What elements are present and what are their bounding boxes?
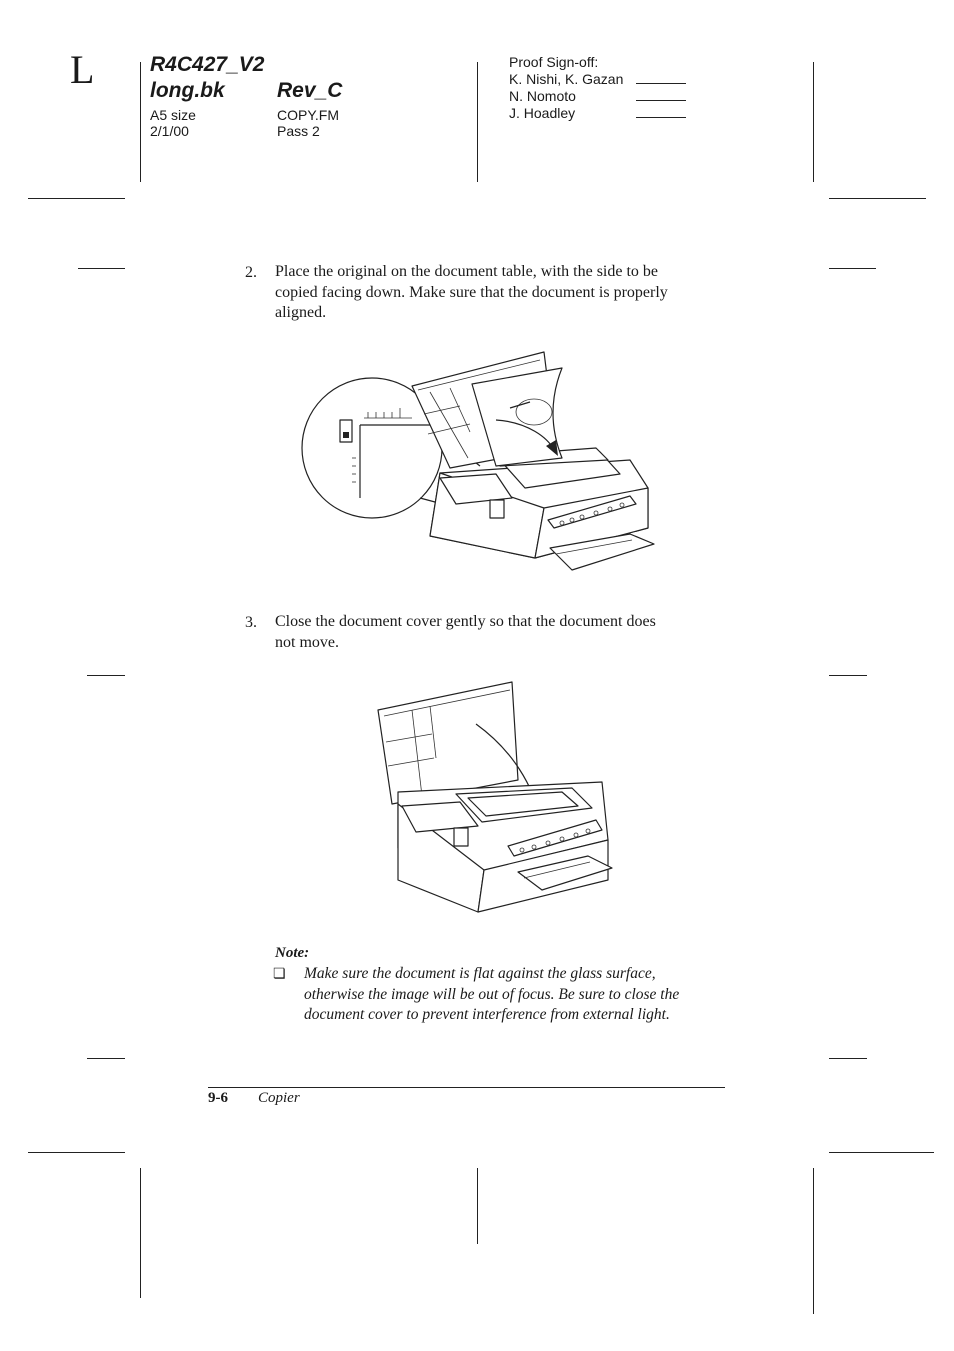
crop-mark xyxy=(829,268,876,269)
section-title: Copier xyxy=(258,1090,300,1106)
signoff-title: Proof Sign-off: xyxy=(509,54,599,70)
signoff-line xyxy=(636,105,686,118)
signoff-name: J. Hoadley xyxy=(509,105,576,121)
crop-mark xyxy=(140,62,141,182)
step-line: copied facing down. Make sure that the d… xyxy=(275,283,668,301)
step-line: Close the document cover gently so that … xyxy=(275,613,656,630)
signoff-line xyxy=(636,88,686,101)
crop-mark xyxy=(813,1168,814,1314)
signoff-name: K. Nishi, K. Gazan xyxy=(509,71,624,87)
step-text: Place the original on the document table… xyxy=(275,262,735,324)
note-line: otherwise the image will be out of focus… xyxy=(304,985,680,1003)
revision: Rev_C xyxy=(277,79,343,102)
note-title: Note: xyxy=(275,945,310,961)
crop-mark xyxy=(28,198,125,199)
pass-number: Pass 2 xyxy=(277,123,320,139)
crop-mark xyxy=(829,198,926,199)
crop-mark xyxy=(78,268,125,269)
page-number: 9-6 xyxy=(208,1090,228,1106)
note-bullet: ❏ xyxy=(273,967,286,982)
page-size: A5 size xyxy=(150,107,196,123)
crop-mark xyxy=(829,1058,867,1059)
crop-mark xyxy=(87,1058,125,1059)
crop-mark xyxy=(813,62,814,182)
note-text: Make sure the document is flat against t… xyxy=(304,964,744,1026)
crop-mark xyxy=(477,62,478,182)
doc-date: 2/1/00 xyxy=(150,123,189,139)
step-line: not move. xyxy=(275,633,339,651)
step-number: 2. xyxy=(245,264,257,281)
crop-mark xyxy=(829,675,867,676)
crop-mark xyxy=(829,1152,934,1153)
crop-mark xyxy=(477,1168,478,1244)
note-line: Make sure the document is flat against t… xyxy=(304,965,656,982)
file-name: COPY.FM xyxy=(277,107,339,123)
signoff-line xyxy=(636,71,686,84)
crop-mark xyxy=(140,1168,141,1298)
signoff-block: Proof Sign-off: K. Nishi, K. Gazan N. No… xyxy=(509,54,686,122)
step-line: aligned. xyxy=(275,304,327,321)
step-number: 3. xyxy=(245,614,257,631)
step-text: Close the document cover gently so that … xyxy=(275,612,735,653)
signoff-name: N. Nomoto xyxy=(509,88,576,104)
book-name: long.bk xyxy=(150,79,225,102)
footer-rule xyxy=(208,1087,725,1088)
crop-mark xyxy=(28,1152,125,1153)
note-line: document cover to prevent interference f… xyxy=(304,1006,670,1023)
doc-id: R4C427_V2 xyxy=(150,53,265,76)
crop-mark xyxy=(87,675,125,676)
step-line: Place the original on the document table… xyxy=(275,263,659,280)
place-original-illustration xyxy=(301,351,655,571)
side-letter: L xyxy=(70,47,95,92)
close-cover-illustration xyxy=(377,681,613,913)
